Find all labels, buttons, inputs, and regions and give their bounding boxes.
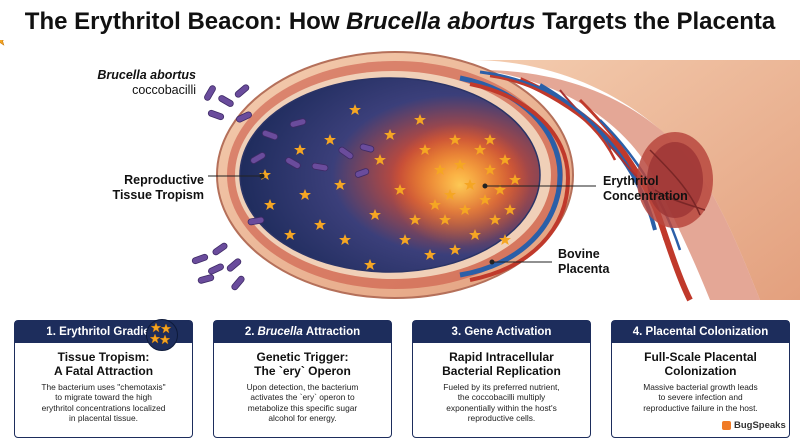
card-3-header: 3. Gene Activation [413, 321, 590, 343]
label-bacteria-name: Brucella abortus [97, 68, 196, 82]
bacteria-outside [191, 84, 252, 291]
page-title: The Erythritol Beacon: How Brucella abor… [0, 8, 800, 36]
title-text-part1: The Erythritol Beacon: How [24, 8, 347, 35]
label-placenta-line1: Bovine [558, 247, 600, 261]
label-tropism-line2: Tissue Tropism [112, 188, 204, 202]
label-placenta: Bovine Placenta [558, 247, 609, 277]
star-badge-icon [146, 319, 178, 351]
bacteria-inside [247, 118, 375, 226]
erythritol-stars [0, 40, 5, 46]
card-step-4: 4. Placental Colonization Full-Scale Pla… [611, 320, 790, 438]
brand-logo: BugSpeaks [722, 420, 786, 431]
label-bacteria: Brucella abortus coccobacilli [84, 68, 196, 98]
card-1-subtitle: Tissue Tropism:A Fatal Attraction [53, 350, 154, 378]
erythritol-glow [390, 123, 530, 247]
label-erythritol-line2: Concentration [603, 189, 688, 203]
logo-text: BugSpeaks [734, 420, 786, 431]
title-text-part2: Targets the Placenta [535, 8, 776, 35]
card-3-body: Fueled by its preferred nutrient,the coc… [443, 382, 560, 423]
logo-icon [722, 421, 731, 430]
step-cards: 1. Erythritol Gradient Tissue Tropism:A … [0, 320, 800, 438]
card-1-body: The bacterium uses "chemotaxis"to migrat… [41, 382, 166, 423]
label-tropism: Reproductive Tissue Tropism [80, 173, 204, 203]
label-erythritol-line1: Erythritol [603, 174, 659, 188]
placenta-illustration [0, 40, 800, 302]
title-text-italic: Brucella abortus [346, 8, 536, 35]
label-erythritol: Erythritol Concentration [603, 174, 688, 204]
label-placenta-line2: Placenta [558, 262, 610, 276]
pointer-lines [208, 173, 596, 265]
label-bacteria-sub: coccobacilli [132, 83, 196, 97]
card-4-header: 4. Placental Colonization [612, 321, 789, 343]
label-tropism-line1: Reproductive [124, 173, 204, 187]
card-2-subtitle: Genetic Trigger:The `ery` Operon [254, 350, 351, 378]
